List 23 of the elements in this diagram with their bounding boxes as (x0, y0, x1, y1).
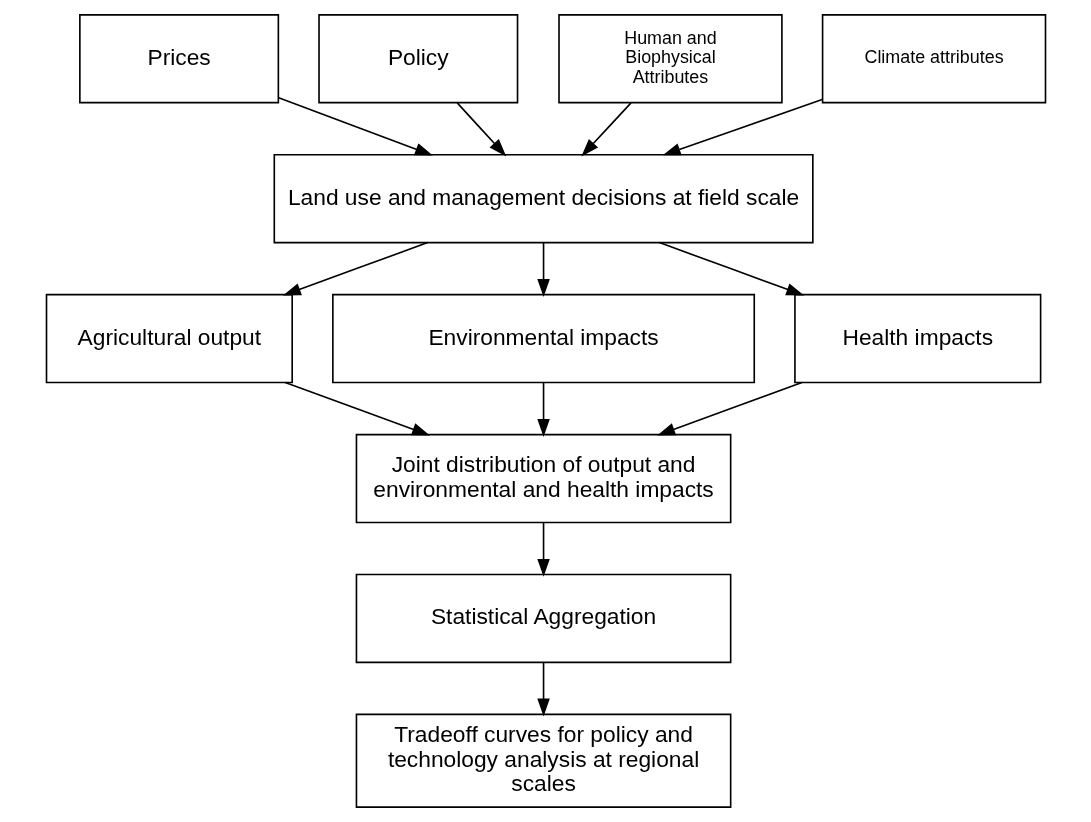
arrow (277, 96, 433, 156)
node-box: Land use and management decisions at field scale (272, 153, 814, 244)
arrow (656, 381, 803, 436)
node-box: Climate attributes (821, 14, 1046, 104)
node-box: Tradeoff curves for policy and technology analysis at regional scales (355, 713, 731, 808)
node-box: Agricultural output (45, 293, 293, 384)
arrow (283, 381, 430, 436)
arrow (536, 242, 550, 297)
node-box: Health impacts (793, 293, 1041, 384)
node-box: Environmental impacts (331, 293, 755, 384)
arrow (658, 241, 804, 296)
arrow (536, 521, 550, 577)
node-box: Human and Biophysical Attributes (557, 14, 783, 104)
arrow (455, 102, 506, 157)
arrow (282, 241, 429, 296)
node-box: Joint distribution of output and environmental and health impacts (355, 433, 731, 524)
arrow (536, 381, 550, 437)
arrow (536, 661, 550, 717)
node-box: Prices (78, 14, 279, 104)
node-box: Policy (317, 14, 518, 104)
arrow (662, 98, 823, 156)
node-box: Statistical Aggregation (355, 573, 731, 664)
arrow (580, 102, 632, 157)
